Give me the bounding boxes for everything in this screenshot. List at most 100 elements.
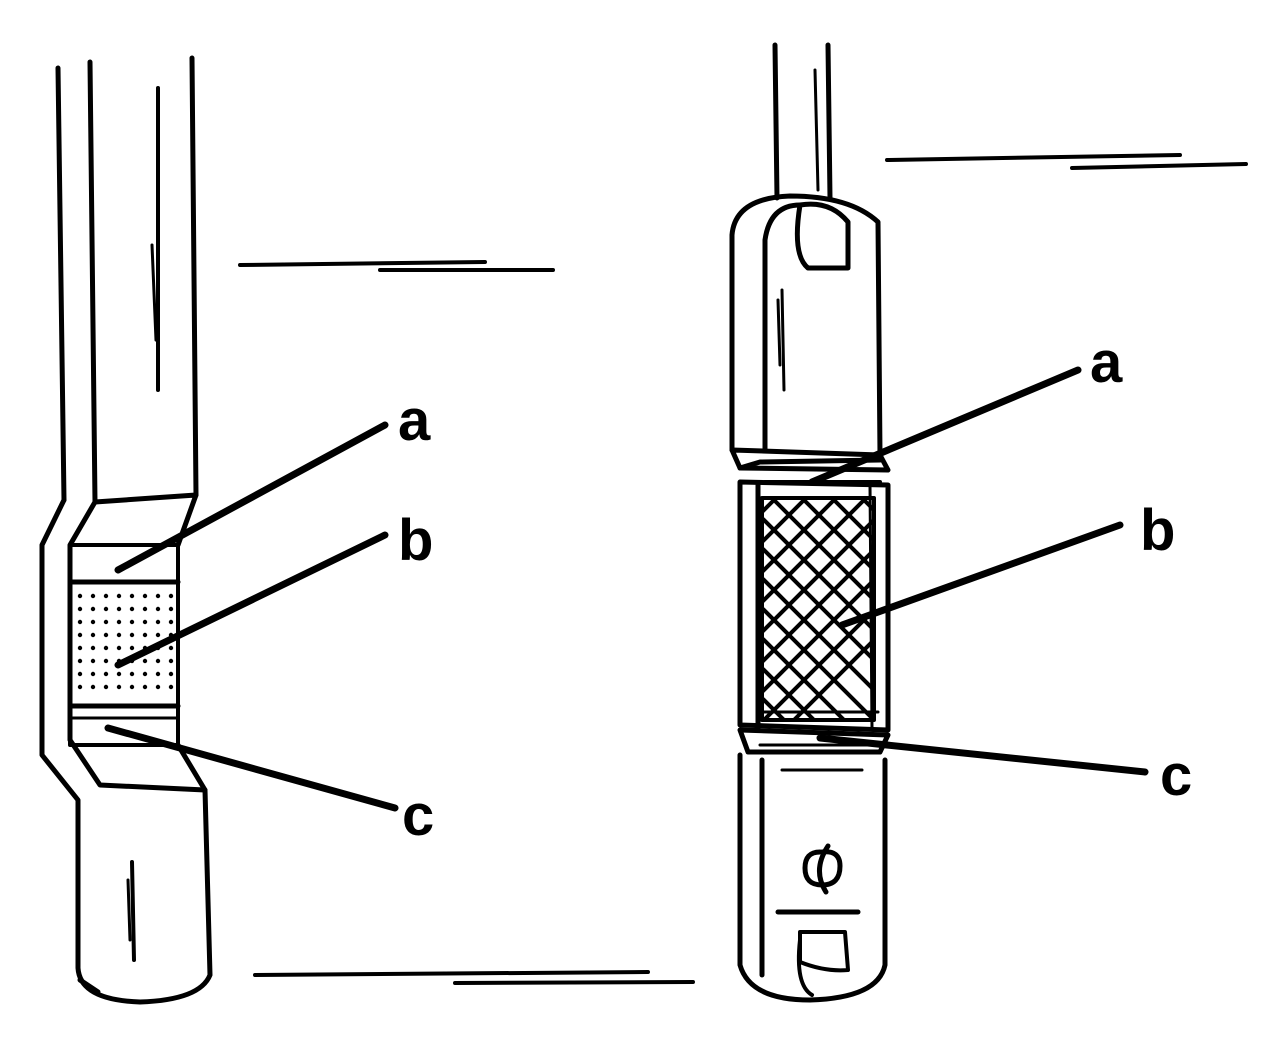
knurl-line (764, 500, 836, 573)
knurl-line (984, 500, 1224, 740)
dot (155, 684, 161, 690)
dot (129, 645, 135, 651)
dot (142, 658, 148, 664)
rule-lines (238, 153, 1248, 985)
knurl-line (504, 500, 744, 740)
rule-line-right-upper (885, 153, 1248, 170)
dot (77, 606, 83, 612)
knurl-line (444, 500, 684, 740)
dot (142, 619, 148, 625)
dot (103, 632, 109, 638)
knurl-line (474, 500, 714, 740)
knurl-line (764, 519, 872, 633)
dot (90, 606, 96, 612)
right-leader-lines (808, 366, 1149, 776)
dot (77, 671, 83, 677)
dot (90, 619, 96, 625)
dot (142, 593, 148, 599)
dot (90, 684, 96, 690)
rule-line-left-upper (238, 260, 555, 272)
dot (142, 684, 148, 690)
dot (103, 658, 109, 664)
left-shaft (55, 55, 199, 505)
dot (129, 619, 135, 625)
right-leader-b (838, 521, 1124, 629)
dot (168, 658, 174, 664)
left-leader-b (114, 531, 389, 669)
dot (90, 671, 96, 677)
dot (168, 606, 174, 612)
dot (90, 645, 96, 651)
knurl-line (862, 500, 872, 511)
dot (155, 671, 161, 677)
left-instrument: a b c (39, 55, 434, 1005)
dot (142, 606, 148, 612)
right-upper-neck (729, 447, 891, 484)
right-label-c: c (1160, 743, 1192, 808)
dot (116, 632, 122, 638)
dot (142, 632, 148, 638)
knurl-line (764, 637, 845, 718)
right-leader-a (808, 366, 1082, 486)
dot (129, 606, 135, 612)
dot (129, 684, 135, 690)
dot (103, 671, 109, 677)
dot (116, 606, 122, 612)
left-leader-lines (104, 421, 399, 812)
left-treated-region (67, 543, 181, 747)
dot (155, 632, 161, 638)
knurl-line (354, 500, 594, 740)
dot (103, 593, 109, 599)
left-label-c: c (402, 783, 434, 848)
rule-line-left-lower (253, 970, 695, 985)
dot (116, 645, 122, 651)
dot (77, 645, 83, 651)
knurl-line (1014, 500, 1254, 740)
dot (116, 593, 122, 599)
left-label-a: a (398, 388, 431, 453)
dot (129, 671, 135, 677)
dot (77, 632, 83, 638)
dot (168, 593, 174, 599)
dot (116, 619, 122, 625)
dot (77, 658, 83, 664)
dot (129, 593, 135, 599)
dot (103, 619, 109, 625)
knurl-line (764, 667, 815, 718)
dot (77, 593, 83, 599)
dot (129, 632, 135, 638)
knurl-line (764, 579, 872, 693)
dot (155, 593, 161, 599)
dot (90, 593, 96, 599)
left-leader-a (114, 421, 389, 574)
dot (168, 645, 174, 651)
dot (77, 619, 83, 625)
dot (77, 684, 83, 690)
knurl-line (924, 500, 1164, 740)
knurl-line (793, 639, 872, 718)
phi-symbol-icon (802, 843, 843, 895)
knurl-line (764, 549, 872, 663)
dot (116, 671, 122, 677)
left-leader-c (104, 724, 399, 812)
knurl-line (504, 500, 744, 740)
dot (116, 684, 122, 690)
dot (155, 619, 161, 625)
right-bottom-cap (737, 752, 888, 1003)
knurl-line (324, 500, 564, 740)
right-leader-c (816, 734, 1149, 776)
dot (155, 606, 161, 612)
dot (103, 606, 109, 612)
dot (103, 645, 109, 651)
knurl-line (772, 500, 872, 601)
right-label-a: a (1090, 330, 1123, 395)
right-knurl-pattern-b (324, 500, 1254, 740)
dot (90, 658, 96, 664)
knurl-line (764, 500, 866, 603)
dot (90, 632, 96, 638)
dot (168, 619, 174, 625)
right-instrument: a b c (324, 42, 1254, 1003)
knurl-line (802, 500, 872, 571)
right-shaft (772, 42, 833, 201)
dot (168, 684, 174, 690)
